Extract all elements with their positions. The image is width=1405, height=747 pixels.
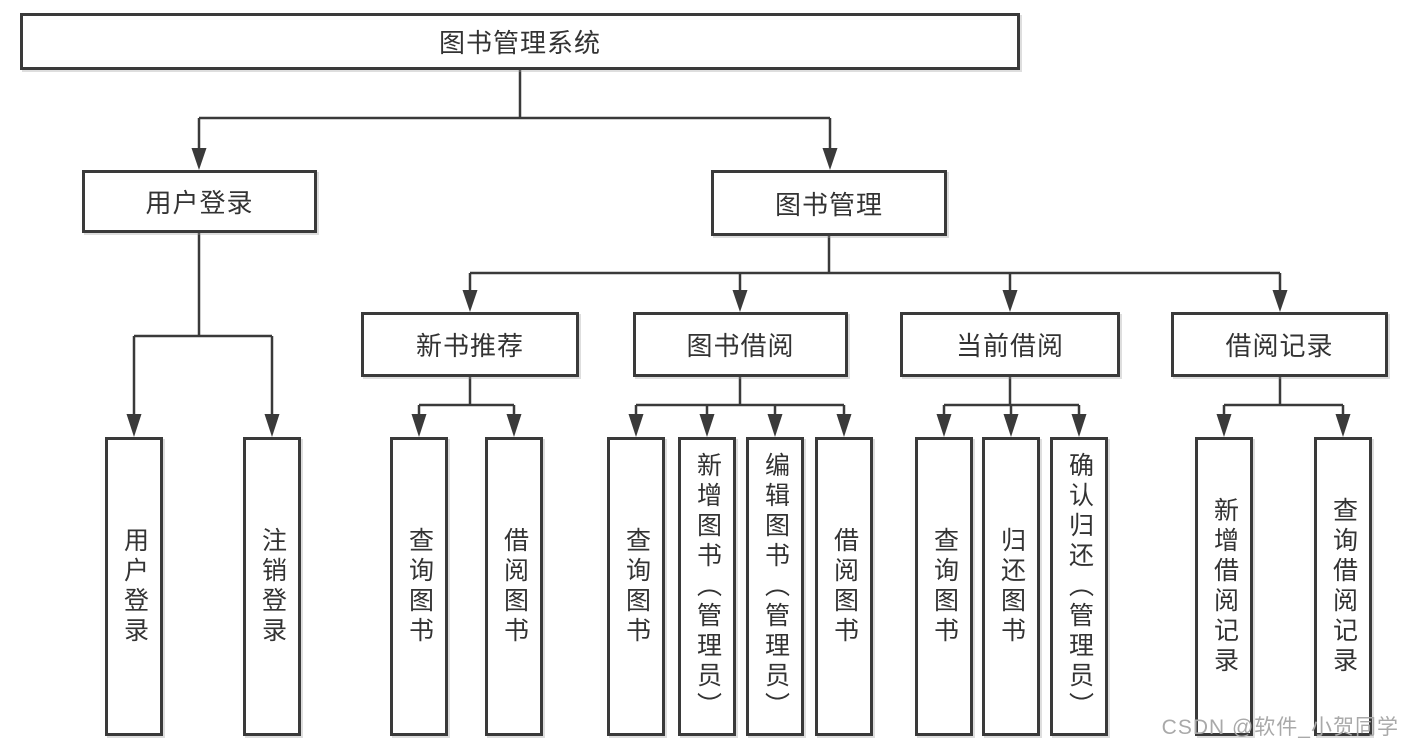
- csdn-watermark: CSDN @软件_小贺同学: [1161, 716, 1399, 739]
- node-label: 编辑图书（管理员）: [761, 451, 790, 722]
- leaf-return-books: 归还图书: [982, 437, 1040, 736]
- connector-root-to-level2: [191, 68, 838, 170]
- node-root: 图书管理系统: [20, 13, 1020, 70]
- connector-user-login-branch: [126, 233, 280, 437]
- node-current-borrowing: 当前借阅: [900, 312, 1120, 377]
- leaf-query-books-current: 查询图书: [915, 437, 973, 736]
- leaf-query-books-recommend: 查询图书: [390, 437, 448, 736]
- node-label: 查询图书: [930, 526, 959, 647]
- connector-book-management-branch: [462, 236, 1288, 312]
- node-label: 确认归还（管理员）: [1065, 451, 1094, 722]
- leaf-add-borrow-record: 新增借阅记录: [1195, 437, 1253, 736]
- node-label: 当前借阅: [955, 331, 1064, 361]
- node-label: 图书管理系统: [438, 28, 601, 58]
- node-label: 查询图书: [405, 526, 434, 647]
- connector-current-borrow-branch: [936, 377, 1087, 437]
- leaf-borrow-books-recommend: 借阅图书: [485, 437, 543, 736]
- node-label: 查询借阅记录: [1329, 496, 1358, 677]
- node-user-login: 用户登录: [82, 170, 317, 233]
- node-label: 借阅图书: [500, 526, 529, 647]
- leaf-query-borrow-record: 查询借阅记录: [1314, 437, 1372, 736]
- leaf-user-login: 用户登录: [105, 437, 163, 736]
- node-borrowing-records: 借阅记录: [1171, 312, 1388, 377]
- connector-new-book-branch: [411, 377, 522, 437]
- leaf-query-books-borrowing: 查询图书: [607, 437, 665, 736]
- connector-borrow-record-branch: [1216, 377, 1351, 437]
- node-book-borrowing: 图书借阅: [633, 312, 848, 377]
- node-label: 借阅图书: [830, 526, 859, 647]
- node-label: 新增图书（管理员）: [693, 451, 722, 722]
- node-label: 图书管理: [774, 189, 883, 220]
- node-label: 用户登录: [145, 188, 254, 218]
- connector-book-borrow-branch: [628, 377, 852, 437]
- leaf-add-books-admin: 新增图书（管理员）: [678, 437, 736, 736]
- node-label: 查询图书: [622, 526, 651, 647]
- node-label: 新书推荐: [415, 331, 524, 361]
- leaf-edit-books-admin: 编辑图书（管理员）: [746, 437, 804, 736]
- node-label: 新增借阅记录: [1210, 496, 1239, 677]
- node-label: 图书借阅: [686, 331, 795, 361]
- leaf-confirm-return-admin: 确认归还（管理员）: [1050, 437, 1108, 736]
- node-new-book-recommend: 新书推荐: [361, 312, 579, 377]
- node-label: 注销登录: [258, 526, 287, 647]
- node-label: 借阅记录: [1225, 331, 1334, 361]
- node-label: 归还图书: [997, 526, 1026, 647]
- node-label: 用户登录: [120, 526, 149, 647]
- leaf-logout: 注销登录: [243, 437, 301, 736]
- leaf-borrow-books: 借阅图书: [815, 437, 873, 736]
- node-book-management: 图书管理: [711, 170, 947, 236]
